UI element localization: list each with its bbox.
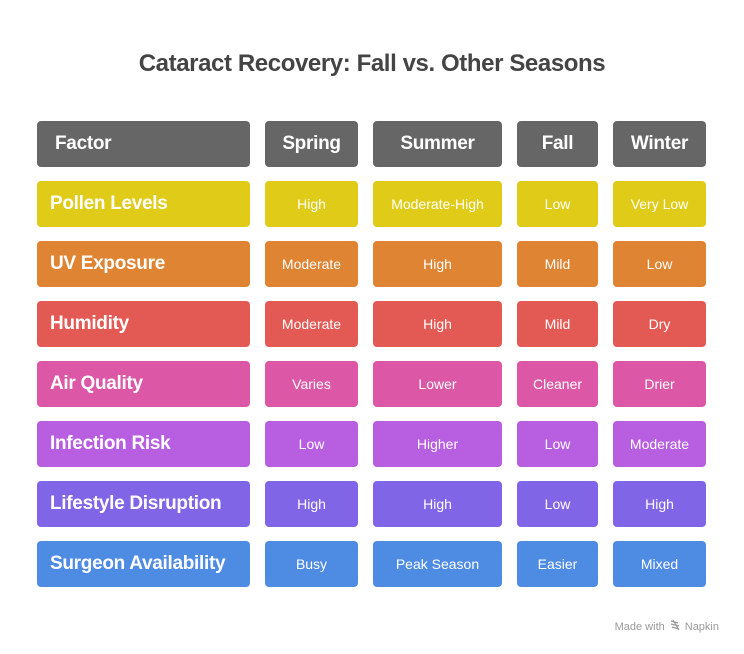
value-cell-summer: High (373, 481, 502, 527)
value-cell-summer: Lower (373, 361, 502, 407)
header-summer: Summer (373, 121, 502, 167)
napkin-logo-icon (669, 619, 681, 634)
factor-cell: Lifestyle Disruption (37, 481, 250, 527)
factor-cell: Surgeon Availability (37, 541, 250, 587)
value-cell-winter: Moderate (613, 421, 706, 467)
factor-cell: Infection Risk (37, 421, 250, 467)
factor-cell: Pollen Levels (37, 181, 250, 227)
value-cell-spring: Moderate (265, 301, 358, 347)
value-cell-summer: Peak Season (373, 541, 502, 587)
value-cell-winter: Drier (613, 361, 706, 407)
value-cell-summer: High (373, 301, 502, 347)
value-cell-winter: Mixed (613, 541, 706, 587)
value-cell-spring: High (265, 481, 358, 527)
value-cell-summer: Moderate-High (373, 181, 502, 227)
value-cell-fall: Cleaner (517, 361, 598, 407)
value-cell-fall: Mild (517, 301, 598, 347)
value-cell-fall: Low (517, 421, 598, 467)
value-cell-winter: Low (613, 241, 706, 287)
factor-cell: Humidity (37, 301, 250, 347)
factor-cell: Air Quality (37, 361, 250, 407)
value-cell-spring: Moderate (265, 241, 358, 287)
header-fall: Fall (517, 121, 598, 167)
header-winter: Winter (613, 121, 706, 167)
value-cell-summer: Higher (373, 421, 502, 467)
value-cell-winter: Very Low (613, 181, 706, 227)
footer-attribution: Made with Napkin (615, 619, 719, 634)
value-cell-winter: Dry (613, 301, 706, 347)
value-cell-fall: Easier (517, 541, 598, 587)
napkin-brand: Napkin (684, 620, 719, 633)
header-spring: Spring (265, 121, 358, 167)
value-cell-winter: High (613, 481, 706, 527)
value-cell-spring: High (265, 181, 358, 227)
header-factor: Factor (37, 121, 250, 167)
made-with-label: Made with (614, 620, 665, 633)
page-title: Cataract Recovery: Fall vs. Other Season… (138, 50, 606, 77)
factor-cell: UV Exposure (37, 241, 250, 287)
value-cell-summer: High (373, 241, 502, 287)
value-cell-fall: Mild (517, 241, 598, 287)
value-cell-fall: Low (517, 481, 598, 527)
value-cell-spring: Varies (265, 361, 358, 407)
value-cell-fall: Low (517, 181, 598, 227)
value-cell-spring: Busy (265, 541, 358, 587)
value-cell-spring: Low (265, 421, 358, 467)
